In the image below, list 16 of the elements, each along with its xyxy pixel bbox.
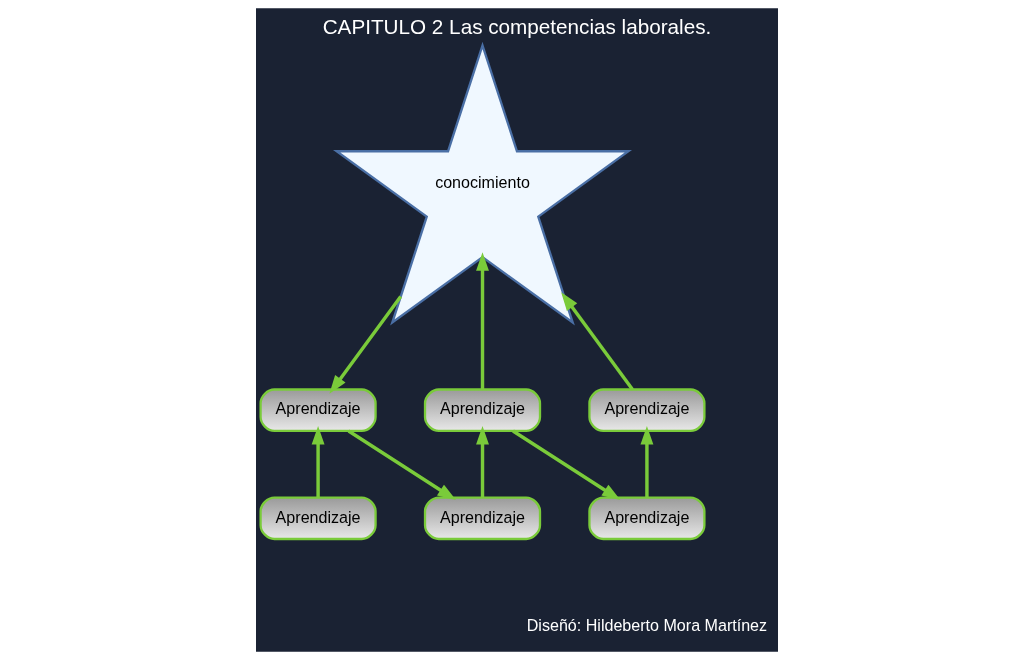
arrow [347,429,456,501]
arrow [311,426,325,498]
node-box: Aprendizaje [259,496,377,541]
arrow [329,295,403,394]
arrow [640,426,654,498]
arrow [512,429,621,501]
node-box: Aprendizaje [423,388,542,433]
arrow [561,292,634,391]
diagram-title: CAPITULO 2 Las competencias laborales. [322,15,712,39]
arrow [476,252,489,390]
caption: Diseñó: Hildeberto Mora Martínez [526,615,768,634]
node-box: Aprendizaje [588,496,706,541]
node-box: Aprendizaje [588,388,706,433]
node-box: Aprendizaje [423,496,542,541]
arrow [476,426,489,498]
node-box: Aprendizaje [259,388,377,433]
